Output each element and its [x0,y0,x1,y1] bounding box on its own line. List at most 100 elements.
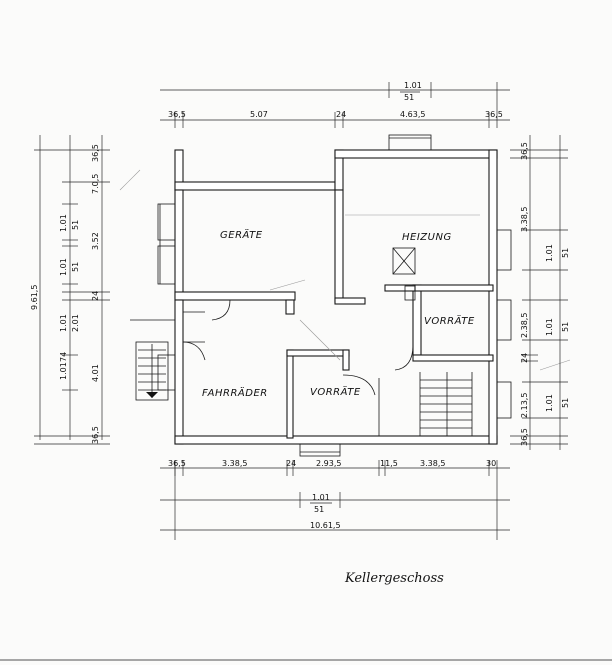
right-dimensions [510,135,568,450]
sketch-line [299,319,341,361]
door-swing [342,374,376,396]
dim-label-right-opening-2-sub: 51 [561,322,570,332]
room-label-heizung: HEIZUNG [402,232,452,243]
sketch-line [119,169,141,191]
door-swing [182,341,206,361]
bottom-dimensions [160,460,510,540]
window [157,245,176,285]
door-swing [211,299,231,321]
wall-segment [286,349,350,357]
window [496,299,512,341]
window [157,354,176,391]
wall-segment [174,291,296,301]
room-label-vorraete-mid: VORRÄTE [310,385,361,398]
dim-label-bottom-opening: 1.01 [312,493,330,502]
dim-label-bottom-outer-right: 30 [486,459,496,468]
window [496,381,512,419]
chimney [404,285,416,301]
dim-label-right-opening-1-sub: 51 [561,248,570,258]
wall-segment [174,181,336,191]
dim-label-left-total: 9.61,5 [30,285,39,310]
door-swings [182,299,414,436]
room-label-vorraete-right: VORRÄTE [424,314,475,327]
dim-label-bottom-span-a: 3.38,5 [222,459,247,468]
dim-label-right-span-3: 2.13,5 [520,393,529,418]
window [299,443,341,457]
dim-label-right-opening-3: 1.01 [545,394,554,412]
wall-pillar [285,299,295,315]
dim-label-left-opening-2-sub: 51 [71,262,80,272]
dim-label-bottom-wall-a: 24 [286,459,296,468]
wall-segment [412,284,422,356]
dim-label-left-span-2: 2.01 [71,314,80,332]
dim-label-top-wall-mid: 24 [336,110,346,119]
door-swing [394,344,414,371]
wall-segment [342,349,350,371]
wall-segment [488,149,498,445]
dim-label-left-wall-top: 7.0,5 [91,174,100,194]
dim-label-right-outer-bottom: 36,5 [520,428,529,446]
internal-stair [419,372,473,436]
dim-label-top-opening-sub: 51 [404,93,414,102]
wall-segment [334,297,366,305]
dim-label-right-span-1: 3.38,5 [520,207,529,232]
boiler-box [392,247,416,275]
dim-label-bottom-wall-b: 11,5 [380,459,398,468]
dim-label-right-opening-1: 1.01 [545,244,554,262]
wall-segment [286,349,294,439]
boiler-symbol [392,247,416,301]
wall-segment [334,189,344,303]
dim-label-top-span-left: 5.07 [250,110,268,119]
plan-title: Kellergeschoss [344,571,444,586]
dim-label-left-opening-1-sub: 51 [71,220,80,230]
wall-segment [174,189,184,299]
sketch-line [269,279,306,291]
window [388,134,432,151]
dim-label-left-wall-mid: 24 [91,291,100,301]
stair-outline [135,341,169,401]
room-label-fahrraeder: FAHRRÄDER [202,386,268,399]
left-dimensions [34,135,110,445]
wall-segment [412,354,494,362]
dim-label-bottom-opening-sub: 51 [314,505,324,514]
dim-label-right-span-2: 2.38,5 [520,313,529,338]
dim-label-top-opening: 1.01 [404,81,422,90]
wall-segment [334,149,498,159]
dim-label-right-wall: 24 [520,353,529,363]
window [496,229,512,271]
dim-label-bottom-span-c: 3.38,5 [420,459,445,468]
dim-label-left-span-1: 3.52 [91,232,100,250]
sketch-traces [119,169,571,371]
wall-segment [174,299,184,445]
dim-label-right-outer-top: 36,5 [520,142,529,160]
dim-label-left-opening-1: 1.01 [59,214,68,232]
external-stair [130,319,175,401]
dim-label-bottom-span-b: 2.93,5 [316,459,341,468]
dim-label-top-outer-right: 36,5 [485,110,503,119]
dim-label-left-opening-4: 1.01 [59,362,68,380]
sketch-line [539,359,571,371]
boiler-cross [392,247,416,275]
dim-label-left-opening-2: 1.01 [59,258,68,276]
dim-label-bottom-total: 10.61,5 [310,521,341,530]
dim-label-left-span-3: 4.01 [91,364,100,382]
dim-label-right-opening-2: 1.01 [545,318,554,336]
dim-label-left-opening-3: 1.01 [59,314,68,332]
room-label-geraete: GERÄTE [220,228,263,241]
dim-label-left-step: 74 [59,352,68,362]
dim-label-top-span-right: 4.63,5 [400,110,425,119]
dim-label-right-opening-3-sub: 51 [561,398,570,408]
window-bays [157,134,512,457]
wall-segment [412,284,494,292]
stair-arrow-head [146,392,158,398]
exterior-walls [174,149,498,445]
dim-label-left-outer-top: 36,5 [91,144,100,162]
dim-label-top-outer-left: 36,5 [168,110,186,119]
dim-label-bottom-outer-left: 36,5 [168,459,186,468]
wall-segment [174,435,498,445]
top-dimensions [160,82,510,128]
window [157,203,176,241]
dim-label-left-outer-bottom: 36,5 [91,426,100,444]
